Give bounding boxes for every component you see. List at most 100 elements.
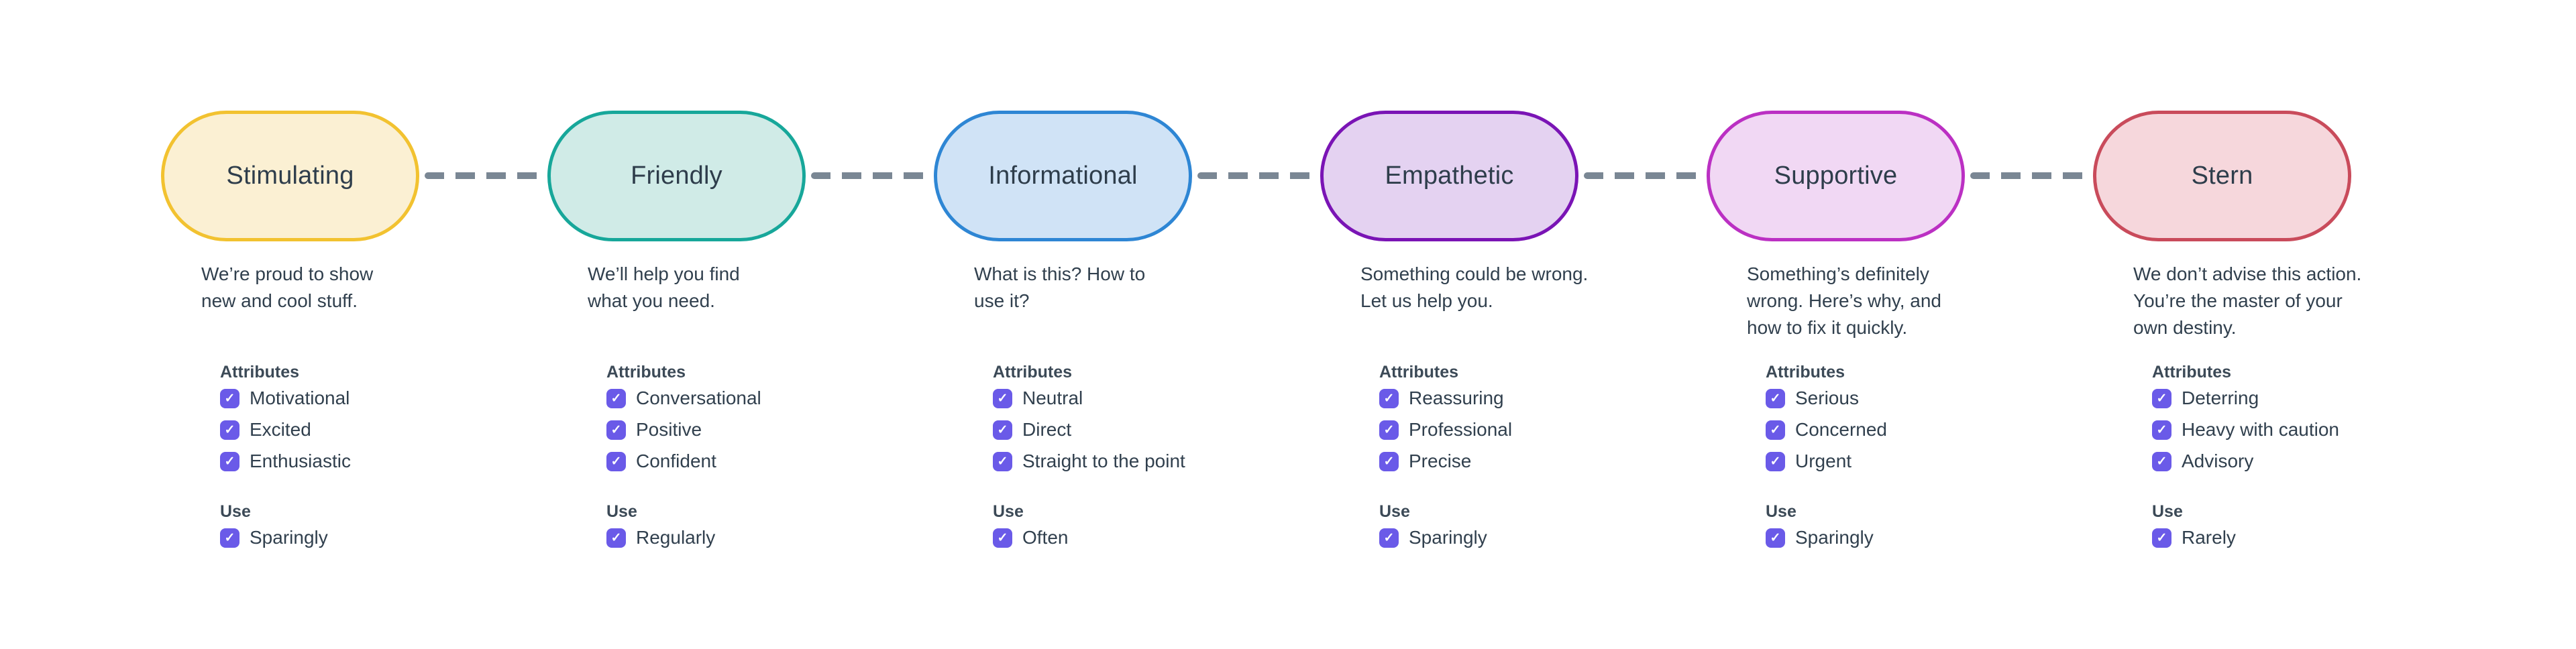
checkbox-row: Straight to the point	[993, 450, 1185, 473]
checkbox-checked-icon[interactable]	[606, 451, 626, 471]
checkbox-row: Sparingly	[1766, 526, 1874, 549]
checkbox-checked-icon[interactable]	[993, 528, 1012, 548]
description-line: We’re proud to show	[201, 263, 374, 284]
checkbox-label: Heavy with caution	[2182, 419, 2340, 440]
checkbox-checked-icon[interactable]	[2152, 388, 2171, 408]
description-line: wrong. Here’s why, and	[1747, 290, 1941, 311]
use-list: Often	[993, 526, 1068, 558]
checkbox-checked-icon[interactable]	[1766, 388, 1785, 408]
checkbox-checked-icon[interactable]	[2152, 528, 2171, 548]
use-list: Sparingly	[1766, 526, 1874, 558]
checkbox-row: Deterring	[2152, 387, 2339, 410]
attributes-list: ConversationalPositiveConfident	[606, 387, 761, 481]
tone-pill: Supportive	[1707, 111, 1965, 241]
checkbox-label: Concerned	[1795, 419, 1887, 440]
dashed-connector	[811, 172, 929, 179]
attributes-list: DeterringHeavy with cautionAdvisory	[2152, 387, 2339, 481]
description-line: what you need.	[588, 290, 715, 311]
checkbox-label: Reassuring	[1409, 388, 1504, 408]
tone-description: Something’s definitely wrong. Here’s why,…	[1747, 261, 1941, 341]
checkbox-checked-icon[interactable]	[1766, 451, 1785, 471]
checkbox-checked-icon[interactable]	[606, 420, 626, 440]
description-line: use it?	[974, 290, 1030, 311]
checkbox-checked-icon[interactable]	[2152, 451, 2171, 471]
checkbox-label: Enthusiastic	[250, 451, 351, 471]
checkbox-label: Advisory	[2182, 451, 2254, 471]
checkbox-row: Reassuring	[1379, 387, 1512, 410]
attributes-list: NeutralDirectStraight to the point	[993, 387, 1185, 481]
dashed-connector	[1197, 172, 1316, 179]
attributes-header: Attributes	[606, 363, 686, 381]
checkbox-row: Heavy with caution	[2152, 418, 2339, 441]
checkbox-label: Motivational	[250, 388, 350, 408]
checkbox-row: Concerned	[1766, 418, 1887, 441]
checkbox-label: Positive	[636, 419, 702, 440]
dashed-connector	[1970, 172, 2088, 179]
attributes-header: Attributes	[993, 363, 1073, 381]
checkbox-label: Rarely	[2182, 527, 2236, 548]
checkbox-checked-icon[interactable]	[2152, 420, 2171, 440]
checkbox-checked-icon[interactable]	[220, 528, 239, 548]
use-header: Use	[2152, 502, 2183, 521]
checkbox-label: Regularly	[636, 527, 716, 548]
use-list: Regularly	[606, 526, 715, 558]
attributes-header: Attributes	[1379, 363, 1459, 381]
checkbox-checked-icon[interactable]	[993, 388, 1012, 408]
checkbox-checked-icon[interactable]	[220, 420, 239, 440]
dashed-connector	[425, 172, 543, 179]
checkbox-row: Conversational	[606, 387, 761, 410]
checkbox-checked-icon[interactable]	[1379, 388, 1399, 408]
checkbox-row: Rarely	[2152, 526, 2236, 549]
checkbox-row: Confident	[606, 450, 761, 473]
use-header: Use	[993, 502, 1024, 521]
tone-column: Stern We don’t advise this action.You’re…	[2093, 111, 2381, 580]
checkbox-label: Urgent	[1795, 451, 1852, 471]
checkbox-row: Urgent	[1766, 450, 1887, 473]
checkbox-label: Precise	[1409, 451, 1472, 471]
checkbox-row: Advisory	[2152, 450, 2339, 473]
checkbox-checked-icon[interactable]	[1379, 420, 1399, 440]
tone-description: We don’t advise this action.You’re the m…	[2133, 261, 2361, 341]
attributes-list: ReassuringProfessionalPrecise	[1379, 387, 1512, 481]
description-line: Let us help you.	[1360, 290, 1493, 311]
checkbox-row: Direct	[993, 418, 1185, 441]
checkbox-row: Positive	[606, 418, 761, 441]
checkbox-checked-icon[interactable]	[1766, 420, 1785, 440]
use-header: Use	[220, 502, 251, 521]
checkbox-label: Direct	[1022, 419, 1072, 440]
checkbox-row: Motivational	[220, 387, 351, 410]
checkbox-label: Deterring	[2182, 388, 2259, 408]
checkbox-label: Confident	[636, 451, 716, 471]
checkbox-checked-icon[interactable]	[1766, 528, 1785, 548]
description-line: Something could be wrong.	[1360, 263, 1589, 284]
description-line: own destiny.	[2133, 317, 2237, 338]
checkbox-checked-icon[interactable]	[993, 420, 1012, 440]
tone-name: Stern	[2191, 162, 2253, 190]
checkbox-checked-icon[interactable]	[606, 388, 626, 408]
checkbox-checked-icon[interactable]	[220, 388, 239, 408]
checkbox-label: Straight to the point	[1022, 451, 1185, 471]
checkbox-row: Professional	[1379, 418, 1512, 441]
description-line: how to fix it quickly.	[1747, 317, 1908, 338]
tone-name: Informational	[988, 162, 1138, 190]
attributes-header: Attributes	[2152, 363, 2232, 381]
tone-name: Supportive	[1774, 162, 1898, 190]
checkbox-checked-icon[interactable]	[220, 451, 239, 471]
checkbox-checked-icon[interactable]	[606, 528, 626, 548]
dashed-connector	[1584, 172, 1702, 179]
description-line: Something’s definitely	[1747, 263, 1929, 284]
use-header: Use	[1766, 502, 1796, 521]
use-header: Use	[606, 502, 637, 521]
checkbox-checked-icon[interactable]	[1379, 528, 1399, 548]
checkbox-row: Sparingly	[220, 526, 328, 549]
checkbox-checked-icon[interactable]	[1379, 451, 1399, 471]
checkbox-label: Serious	[1795, 388, 1859, 408]
checkbox-label: Excited	[250, 419, 311, 440]
use-list: Rarely	[2152, 526, 2236, 558]
checkbox-checked-icon[interactable]	[993, 451, 1012, 471]
